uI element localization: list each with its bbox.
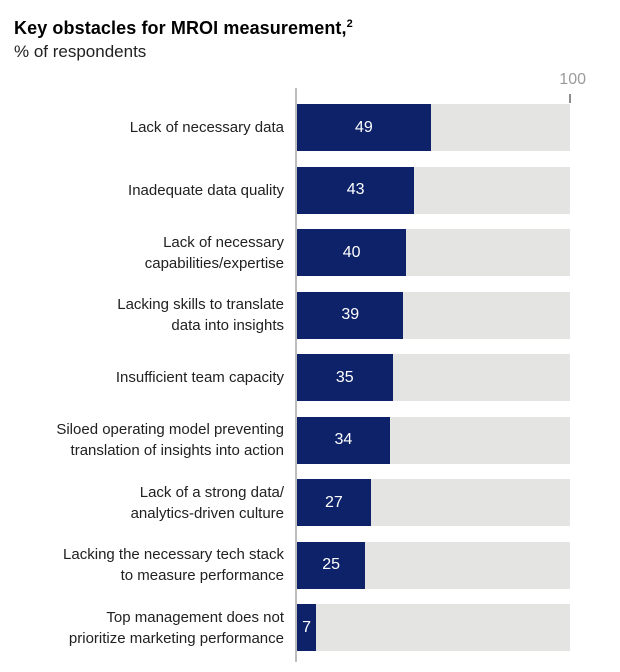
- bar-fill: 25: [297, 541, 366, 589]
- chart-title-footnote-marker: 2: [346, 18, 353, 30]
- bar-value-label: 7: [302, 618, 311, 636]
- bar-track: 43: [297, 166, 570, 214]
- chart-subtitle: % of respondents: [14, 42, 147, 61]
- x-axis-tick: [569, 94, 571, 103]
- category-label: Insufficient team capacity: [115, 369, 284, 386]
- bar-fill: 34: [297, 416, 390, 464]
- bar-row: Lack of necessary capabilities/expertise…: [0, 229, 570, 276]
- bar-row: Lacking the necessary tech stack to meas…: [0, 541, 570, 589]
- bar-row: Lack of a strong data/ analytics-driven …: [0, 479, 570, 526]
- bar-track: 40: [297, 229, 570, 276]
- bar-fill: 27: [297, 479, 371, 526]
- bar-track: 7: [297, 604, 570, 651]
- bar-row: Insufficient team capacity 35: [0, 354, 570, 401]
- bar-value-label: 39: [341, 306, 360, 323]
- bar-rows: Lack of necessary data 49 Inadequate dat…: [0, 104, 570, 651]
- chart-header: Key obstacles for MROI measurement,2 % o…: [14, 17, 353, 63]
- bar-row: Siloed operating model preventing transl…: [0, 416, 570, 464]
- bar-row: Lack of necessary data 49: [0, 104, 570, 151]
- bar-fill: 39: [297, 291, 404, 339]
- y-axis-line: [295, 88, 297, 662]
- bar-row: Top management does not prioritize marke…: [0, 604, 570, 651]
- category-label: Lack of necessary capabilities/expertise: [144, 233, 284, 272]
- bar-track: 35: [297, 354, 570, 401]
- chart-title: Key obstacles for MROI measurement,2: [14, 17, 353, 40]
- bar-fill: 43: [297, 166, 415, 214]
- bar-value-label: 49: [354, 118, 373, 136]
- bar-value-label: 40: [342, 243, 361, 261]
- category-label: Lack of a strong data/ analytics-driven …: [130, 483, 284, 522]
- category-label: Inadequate data quality: [128, 181, 284, 199]
- bar-track: 25: [297, 541, 570, 589]
- bar-track: 27: [297, 479, 570, 526]
- bar-value-label: 27: [324, 493, 343, 511]
- bar-row: Lacking skills to translate data into in…: [0, 291, 570, 339]
- bar-fill: 7: [297, 604, 317, 651]
- bar-fill: 35: [297, 354, 393, 401]
- category-label: Siloed operating model preventing transl…: [56, 421, 284, 459]
- chart-title-text: Key obstacles for MROI measurement,: [14, 18, 347, 38]
- category-label: Top management does not prioritize marke…: [68, 608, 284, 647]
- bar-value-label: 43: [346, 181, 365, 198]
- bar-value-label: 25: [322, 556, 341, 573]
- bar-track: 49: [297, 104, 570, 151]
- category-label: Lacking the necessary tech stack to meas…: [63, 546, 284, 584]
- bar-value-label: 34: [334, 431, 353, 448]
- x-axis-max-label: 100: [559, 71, 586, 88]
- bar-track: 34: [297, 416, 570, 464]
- bar-fill: 40: [297, 229, 407, 276]
- bar-value-label: 35: [335, 368, 354, 386]
- category-label: Lacking skills to translate data into in…: [117, 296, 284, 334]
- category-label: Lack of necessary data: [129, 119, 284, 136]
- bar-row: Inadequate data quality 43: [0, 166, 570, 214]
- bar-fill: 49: [297, 104, 431, 151]
- bar-track: 39: [297, 291, 570, 339]
